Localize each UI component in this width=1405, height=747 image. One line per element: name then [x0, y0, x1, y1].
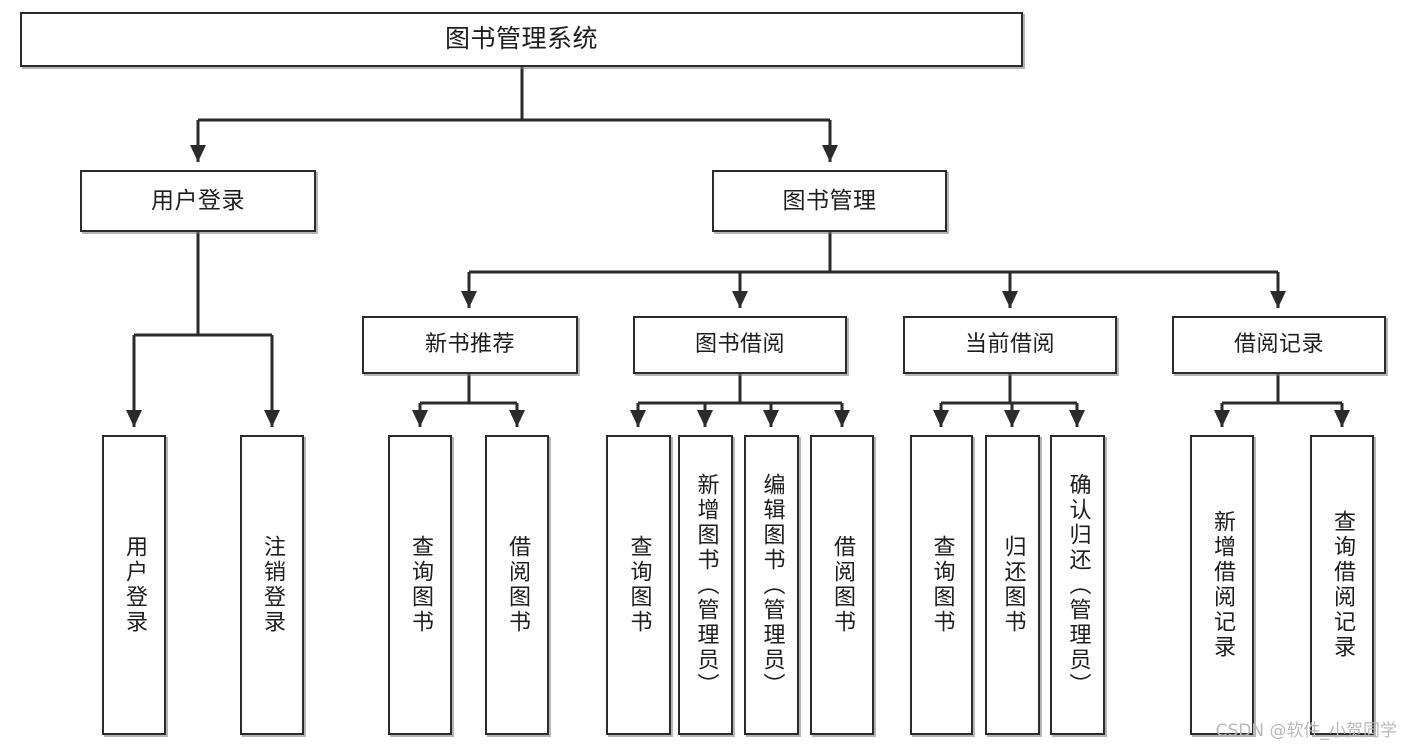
arrowhead-book-manage-to-record — [1270, 291, 1286, 308]
node-leaf-confirm-return-admin[interactable]: 确认归还（管理员） — [1050, 435, 1105, 735]
node-borrow-record[interactable]: 借阅记录 — [1172, 316, 1386, 374]
arrowhead-new-book-to-leaf-2 — [509, 410, 525, 427]
node-borrow-record-label: 借阅记录 — [1233, 332, 1324, 358]
node-leaf-add-borrow-record[interactable]: 新增借阅记录 — [1190, 435, 1254, 735]
arrowhead-book-manage-to-current — [1002, 291, 1018, 308]
node-leaf-logout-login-label: 注销登录 — [260, 535, 285, 635]
node-leaf-user-login[interactable]: 用户登录 — [102, 435, 166, 735]
node-leaf-query-book-1[interactable]: 查询图书 — [388, 435, 452, 735]
arrowhead-user-login-to-leaf-2 — [264, 410, 280, 427]
node-current-borrow-label: 当前借阅 — [964, 332, 1055, 358]
node-leaf-add-borrow-record-label: 新增借阅记录 — [1210, 510, 1235, 660]
node-leaf-return-book[interactable]: 归还图书 — [985, 435, 1040, 735]
arrowhead-borrow-to-leaf-2 — [697, 410, 713, 427]
arrowhead-book-manage-to-borrow — [732, 291, 748, 308]
node-leaf-user-login-label: 用户登录 — [122, 535, 147, 635]
arrowhead-current-to-leaf-1 — [933, 410, 949, 427]
node-current-borrow[interactable]: 当前借阅 — [903, 316, 1117, 374]
arrowhead-root-to-book-manage — [822, 145, 838, 162]
node-leaf-query-book-3[interactable]: 查询图书 — [910, 435, 973, 735]
node-leaf-query-borrow-record-label: 查询借阅记录 — [1330, 510, 1355, 660]
arrowhead-new-book-to-leaf-1 — [412, 410, 428, 427]
arrowhead-borrow-to-leaf-3 — [763, 410, 779, 427]
node-book-manage-label: 图书管理 — [782, 187, 877, 214]
arrowhead-current-to-leaf-3 — [1069, 410, 1085, 427]
node-leaf-edit-book-admin[interactable]: 编辑图书（管理员） — [744, 435, 799, 735]
node-root-system[interactable]: 图书管理系统 — [20, 12, 1023, 67]
arrowhead-record-to-leaf-2 — [1334, 410, 1350, 427]
node-leaf-borrow-book-2-label: 借阅图书 — [830, 535, 855, 635]
arrowhead-root-to-user-login — [190, 145, 206, 162]
node-book-borrow[interactable]: 图书借阅 — [633, 316, 847, 374]
arrowhead-borrow-to-leaf-1 — [630, 410, 646, 427]
arrowhead-book-manage-to-new-book — [461, 291, 477, 308]
node-leaf-confirm-return-admin-label: 确认归还（管理员） — [1065, 472, 1091, 698]
arrowhead-record-to-leaf-1 — [1214, 410, 1230, 427]
node-leaf-query-borrow-record[interactable]: 查询借阅记录 — [1310, 435, 1374, 735]
node-book-manage[interactable]: 图书管理 — [712, 170, 947, 232]
node-leaf-edit-book-admin-label: 编辑图书（管理员） — [759, 472, 785, 698]
node-leaf-query-book-1-label: 查询图书 — [408, 535, 433, 635]
node-book-borrow-label: 图书借阅 — [694, 332, 785, 358]
node-leaf-borrow-book-1-label: 借阅图书 — [505, 535, 530, 635]
node-leaf-borrow-book-2[interactable]: 借阅图书 — [810, 435, 874, 735]
arrowhead-borrow-to-leaf-4 — [834, 410, 850, 427]
node-leaf-query-book-2[interactable]: 查询图书 — [606, 435, 671, 735]
node-leaf-query-book-3-label: 查询图书 — [929, 535, 955, 635]
node-user-login[interactable]: 用户登录 — [80, 170, 316, 232]
node-leaf-add-book-admin[interactable]: 新增图书（管理员） — [678, 435, 733, 735]
node-leaf-return-book-label: 归还图书 — [1000, 535, 1026, 635]
node-leaf-add-book-admin-label: 新增图书（管理员） — [693, 472, 719, 698]
node-leaf-borrow-book-1[interactable]: 借阅图书 — [485, 435, 549, 735]
arrowhead-current-to-leaf-2 — [1004, 410, 1020, 427]
watermark-label: CSDN @软件_小贺同学 — [1215, 721, 1397, 741]
node-root-system-label: 图书管理系统 — [444, 24, 598, 54]
arrowhead-user-login-to-leaf-1 — [126, 410, 142, 427]
node-leaf-logout-login[interactable]: 注销登录 — [240, 435, 304, 735]
node-new-book-recommend-label: 新书推荐 — [424, 332, 515, 358]
node-leaf-query-book-2-label: 查询图书 — [626, 535, 652, 635]
node-user-login-label: 用户登录 — [151, 187, 245, 214]
node-new-book-recommend[interactable]: 新书推荐 — [362, 316, 578, 374]
